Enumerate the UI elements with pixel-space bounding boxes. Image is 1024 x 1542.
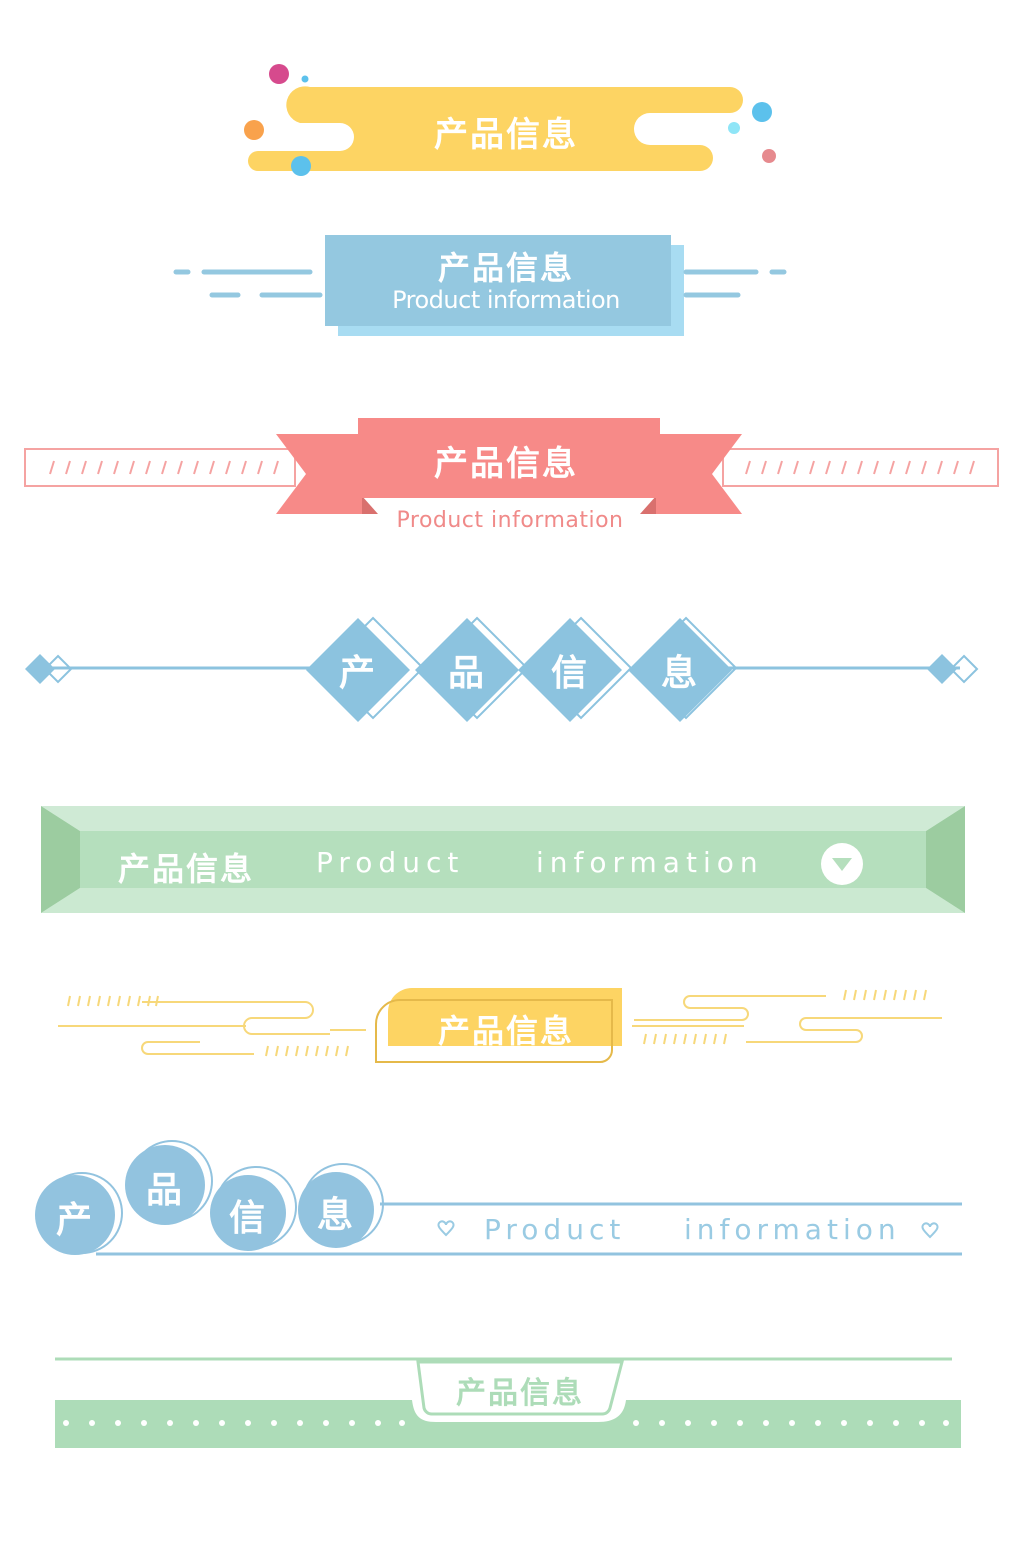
banner-yellow-cloud: 产品信息 xyxy=(0,55,1024,185)
banner-title: 产品信息 xyxy=(437,249,575,287)
diamond-char-2: 品 xyxy=(447,653,487,694)
banner-title: 产品信息 xyxy=(434,115,578,155)
banner-en-right: information xyxy=(684,1213,901,1246)
banner-title: 产品信息 xyxy=(434,444,578,484)
banner-subtitle: Product information xyxy=(392,286,620,314)
decor-dot-blue-right xyxy=(752,102,772,122)
hatch-left xyxy=(49,460,279,475)
green-dotted-shape xyxy=(55,1357,961,1448)
banner-title: 产品信息 xyxy=(437,1012,575,1050)
decor-dot-rose xyxy=(762,149,776,163)
dot-row-right xyxy=(633,1420,949,1426)
coral-ribbon-shape xyxy=(24,418,999,514)
diamond-char-3: 信 xyxy=(550,653,590,694)
hatch-right xyxy=(745,460,975,475)
circle-char-3: 信 xyxy=(228,1198,268,1239)
banner-yellow-tag: 产品信息 xyxy=(0,980,1024,1080)
circle-char-2: 品 xyxy=(145,1170,185,1211)
hatch-right-top xyxy=(843,989,927,1001)
yellow-cloud-shape xyxy=(244,64,776,176)
decor-dot-cyan xyxy=(728,122,740,134)
hatch-right-bottom xyxy=(643,1033,727,1045)
yellow-tag-shape xyxy=(58,988,942,1063)
banner-green-dotted: 产品信息 xyxy=(0,1350,1024,1460)
decor-dot-orange xyxy=(244,120,264,140)
banner-subtitle: Product information xyxy=(396,508,624,533)
decor-dot-pink xyxy=(269,64,289,84)
decor-dot-small-blue xyxy=(301,75,309,83)
banner-green-bevel: 产品信息 Product information xyxy=(0,800,1024,920)
banner-blue-diamonds: 产 品 信 息 xyxy=(0,610,1024,730)
banner-blue-box: 产品信息 Product information xyxy=(0,225,1024,345)
circle-char-4: 息 xyxy=(316,1195,356,1236)
hatch-left-bottom xyxy=(265,1045,349,1057)
diamond-char-4: 息 xyxy=(660,653,700,694)
banner-title: 产品信息 xyxy=(118,850,255,888)
diamonds-shape xyxy=(25,616,979,722)
heart-icon xyxy=(437,1220,455,1237)
banner-title: 产品信息 xyxy=(456,1376,584,1411)
dot-row-left xyxy=(63,1420,405,1426)
banner-en-left: Product xyxy=(484,1213,626,1246)
blue-circles-shape xyxy=(35,1140,962,1256)
green-bevel-shape xyxy=(41,806,965,913)
diamond-char-1: 产 xyxy=(338,653,378,694)
heart-icon xyxy=(921,1222,939,1239)
blue-box-shape xyxy=(173,235,787,336)
circle-char-1: 产 xyxy=(55,1200,95,1241)
banner-en-right: information xyxy=(536,846,764,879)
banner-en-left: Product xyxy=(316,846,465,879)
hatch-left-top xyxy=(67,995,159,1007)
decor-dot-blue xyxy=(291,156,311,176)
banner-coral-ribbon: 产品信息 Product information xyxy=(0,410,1024,540)
banner-blue-circles: 产 品 信 息 Product information xyxy=(0,1135,1024,1265)
